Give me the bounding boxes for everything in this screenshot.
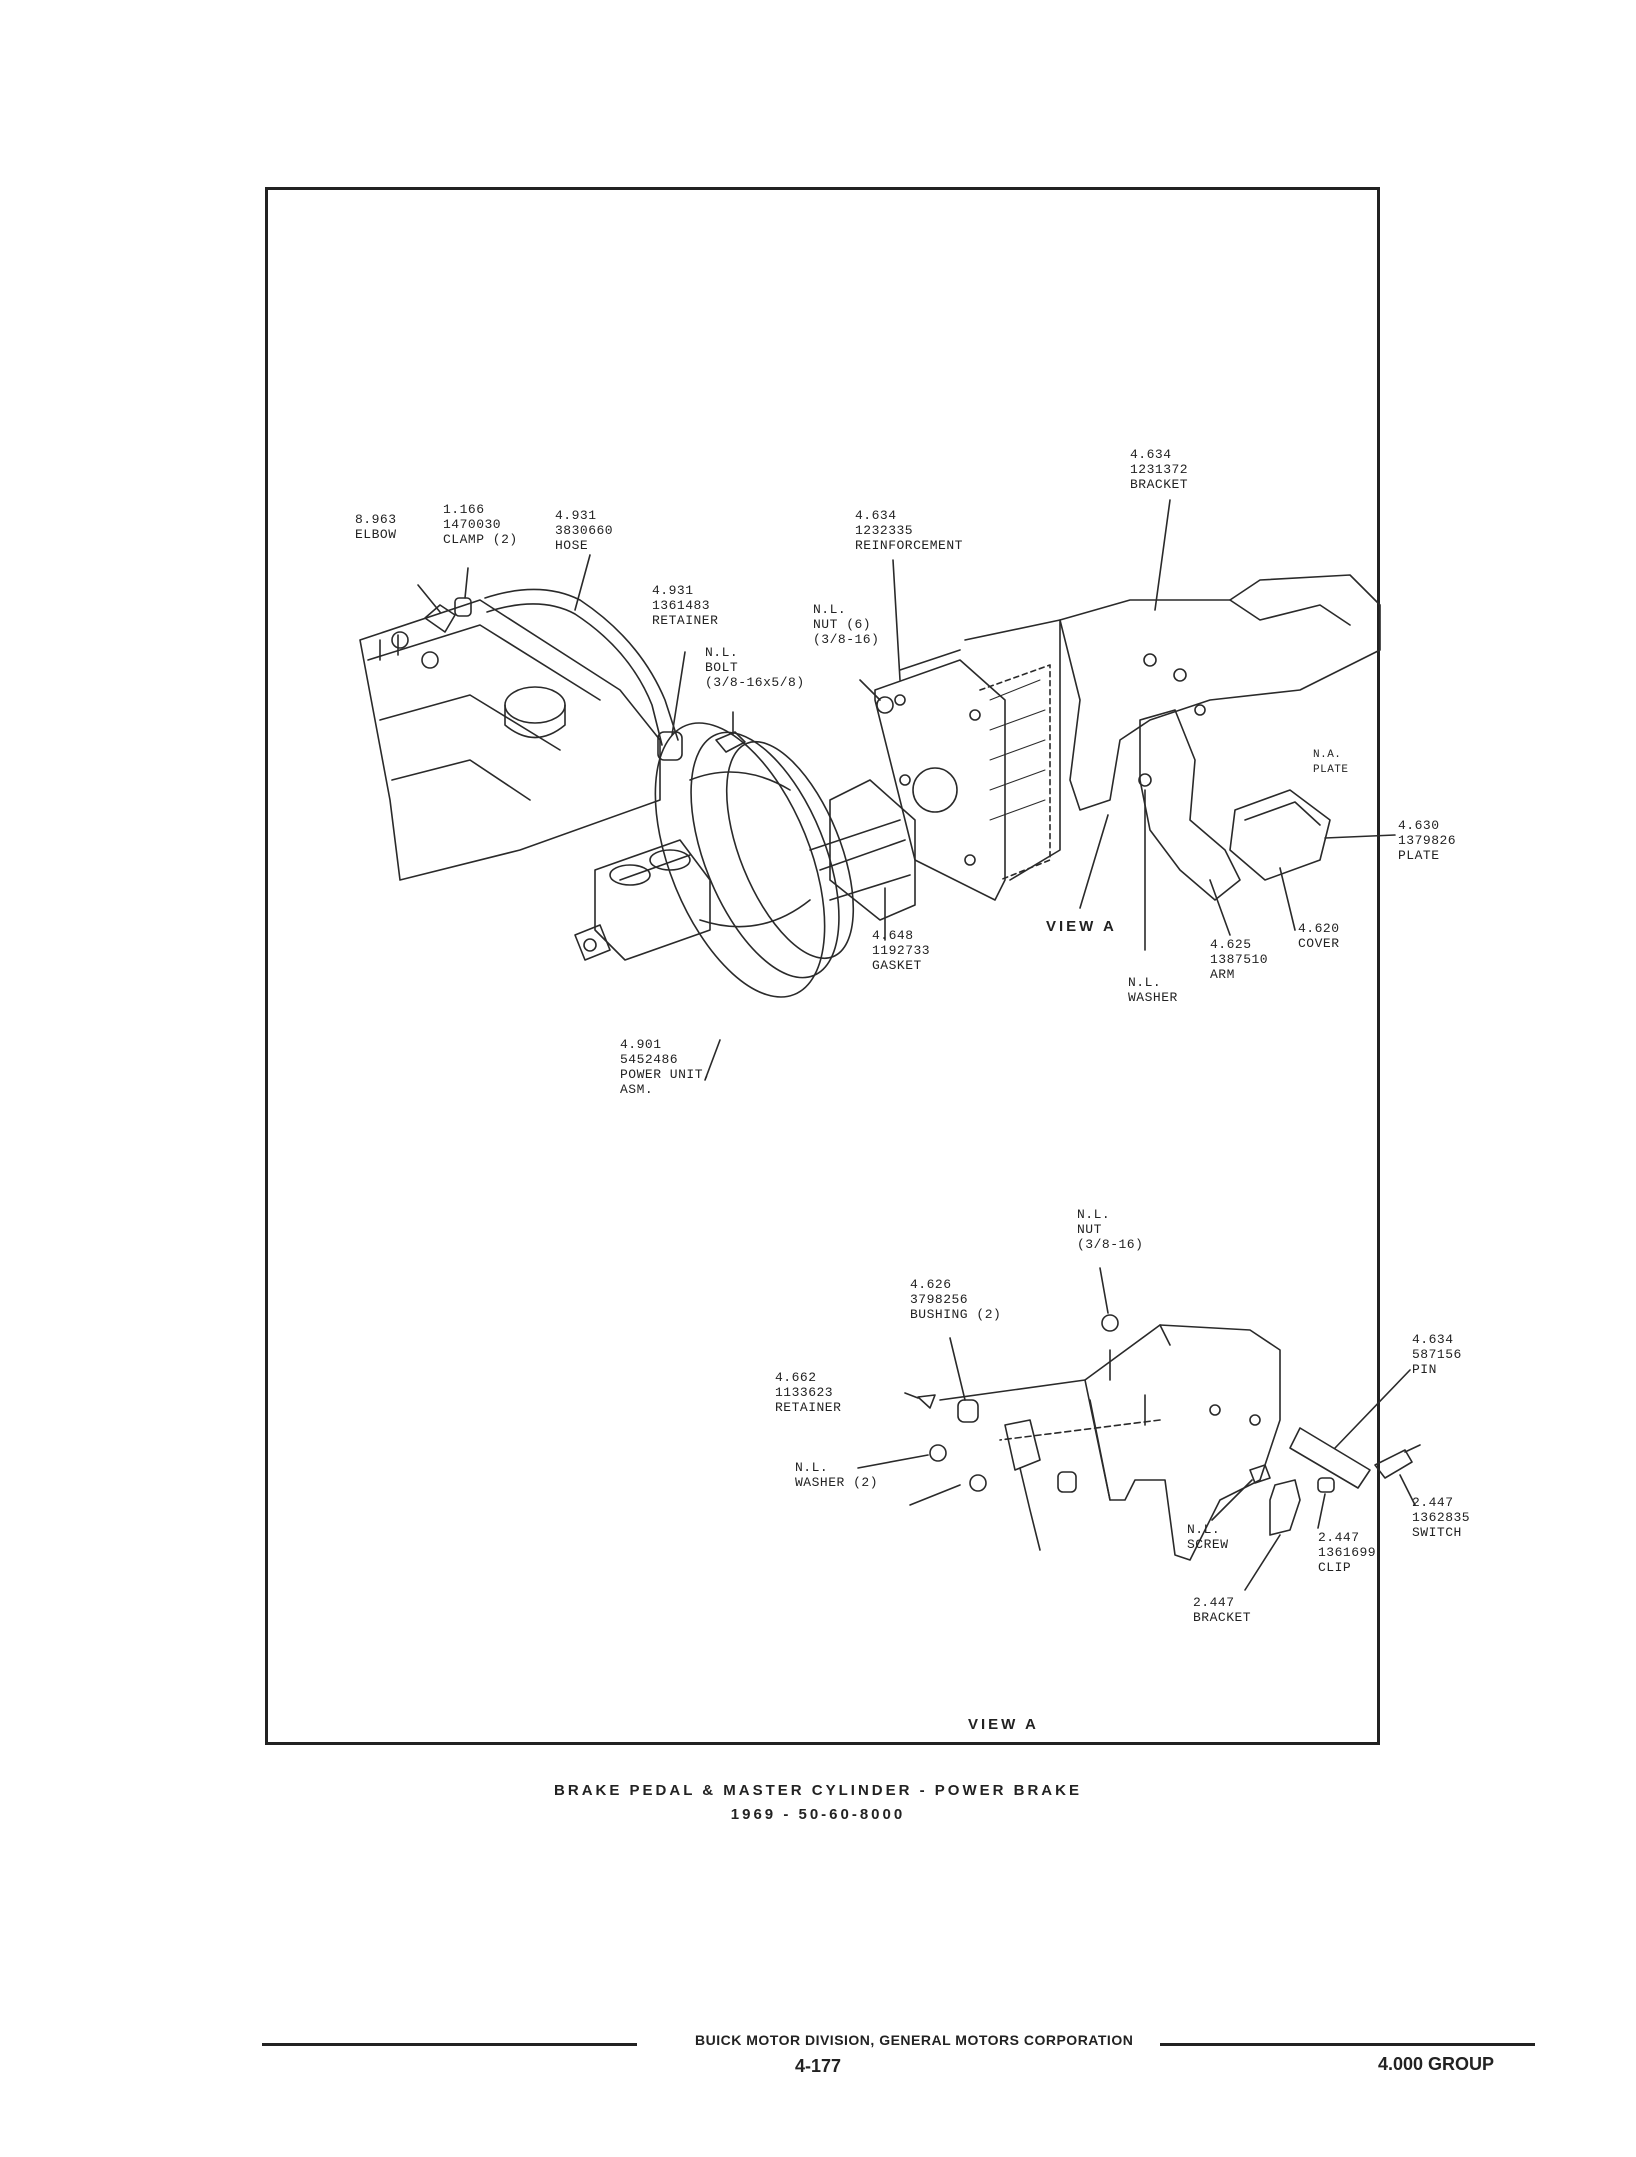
cover-leader <box>1279 867 1296 931</box>
figure-title: BRAKE PEDAL & MASTER CYLINDER - POWER BR… <box>554 1782 1082 1799</box>
label-power-unit: 4.901 5452486 POWER UNIT, ASM. <box>620 1037 712 1097</box>
hose-part <box>484 554 679 746</box>
bracket-top-part <box>1059 499 1381 811</box>
label-washer-view: N.L. WASHER (2) <box>795 1460 879 1490</box>
label-nut-top: N.L. NUT (6) (3/8-16) <box>813 602 880 647</box>
label-gasket: 4.648 1192733 GASKET <box>872 928 931 973</box>
footer-group: 4.000 GROUP <box>1378 2054 1495 2074</box>
label-cover: 4.620 COVER <box>1298 921 1340 951</box>
view-a-washers <box>857 1444 987 1506</box>
view-a-retainer <box>904 1392 936 1409</box>
engine-block-outline <box>359 599 661 881</box>
footer-rule-right <box>1160 2043 1535 2046</box>
view-a-clip <box>1317 1477 1335 1529</box>
label-clip: 2.447 1361699 CLIP <box>1318 1530 1377 1575</box>
view-a-switch-bracket <box>1244 1479 1301 1591</box>
firewall-section <box>899 619 1061 881</box>
label-pin: 4.634 587156 PIN <box>1412 1332 1462 1377</box>
retainer-top-part <box>657 651 686 761</box>
view-a-bushings <box>949 1337 1077 1493</box>
label-screw: N.L. SCREW <box>1187 1522 1229 1552</box>
gasket-part <box>829 779 916 941</box>
view-a-arm-shaft <box>1004 1419 1041 1551</box>
view-a-nut <box>1099 1267 1119 1332</box>
view-a-pin <box>1289 1369 1411 1489</box>
view-a-pointer <box>1079 814 1109 909</box>
footer-division: BUICK MOTOR DIVISION, GENERAL MOTORS COR… <box>695 2032 1134 2048</box>
master-cylinder-part <box>574 839 711 961</box>
power-unit-part <box>654 722 855 1081</box>
label-elbow: 8.963 ELBOW <box>355 512 397 542</box>
figure-subtitle: 1969 - 50-60-8000 <box>730 1806 906 1823</box>
pedal-plate-part <box>1229 789 1396 881</box>
view-a-screw <box>1211 1464 1271 1521</box>
label-plate-na: N.A. PLATE <box>1313 749 1349 776</box>
reinforcement-part <box>874 559 1006 901</box>
label-bolt: N.L. BOLT (3/8-16x5/8) <box>705 645 805 690</box>
label-washer-top: N.L. WASHER <box>1128 975 1178 1005</box>
bolt-part <box>715 711 746 753</box>
nut-top-part <box>859 679 894 714</box>
label-retainer-top: 4.931 1361483 RETAINER <box>652 583 719 628</box>
label-reinforcement: 4.634 1232335 REINFORCEMENT <box>855 508 963 553</box>
view-a-title: VIEW A <box>968 1716 1039 1733</box>
footer-page-number: 4-177 <box>794 2056 842 2076</box>
push-rod-studs <box>809 819 911 901</box>
elbow-part <box>417 584 456 633</box>
label-bushing: 4.626 3798256 BUSHING (2) <box>910 1277 1002 1322</box>
label-switch: 2.447 1362835 SWITCH <box>1412 1495 1471 1540</box>
view-a-bracket <box>939 1324 1281 1561</box>
view-a-switch <box>1374 1444 1421 1506</box>
label-hose: 4.931 3830660 HOSE <box>555 508 614 553</box>
label-plate: 4.630 1379826 PLATE <box>1398 818 1457 863</box>
clamp-part <box>454 567 472 617</box>
label-nut-view: N.L. NUT (3/8-16) <box>1077 1207 1144 1252</box>
footer-rule-left <box>262 2043 637 2046</box>
label-clamp: 1.166 1470030 CLAMP (2) <box>443 502 518 547</box>
label-bracket-view: 2.447 BRACKET <box>1193 1595 1252 1625</box>
arm-part <box>1138 709 1241 936</box>
view-a-callout: VIEW A <box>1046 918 1117 935</box>
label-bracket-top: 4.634 1231372 BRACKET <box>1130 447 1189 492</box>
label-retainer-view: 4.662 1133623 RETAINER <box>775 1370 842 1415</box>
diagram-frame <box>265 187 1380 1745</box>
label-arm: 4.625 1387510 ARM <box>1210 937 1269 982</box>
